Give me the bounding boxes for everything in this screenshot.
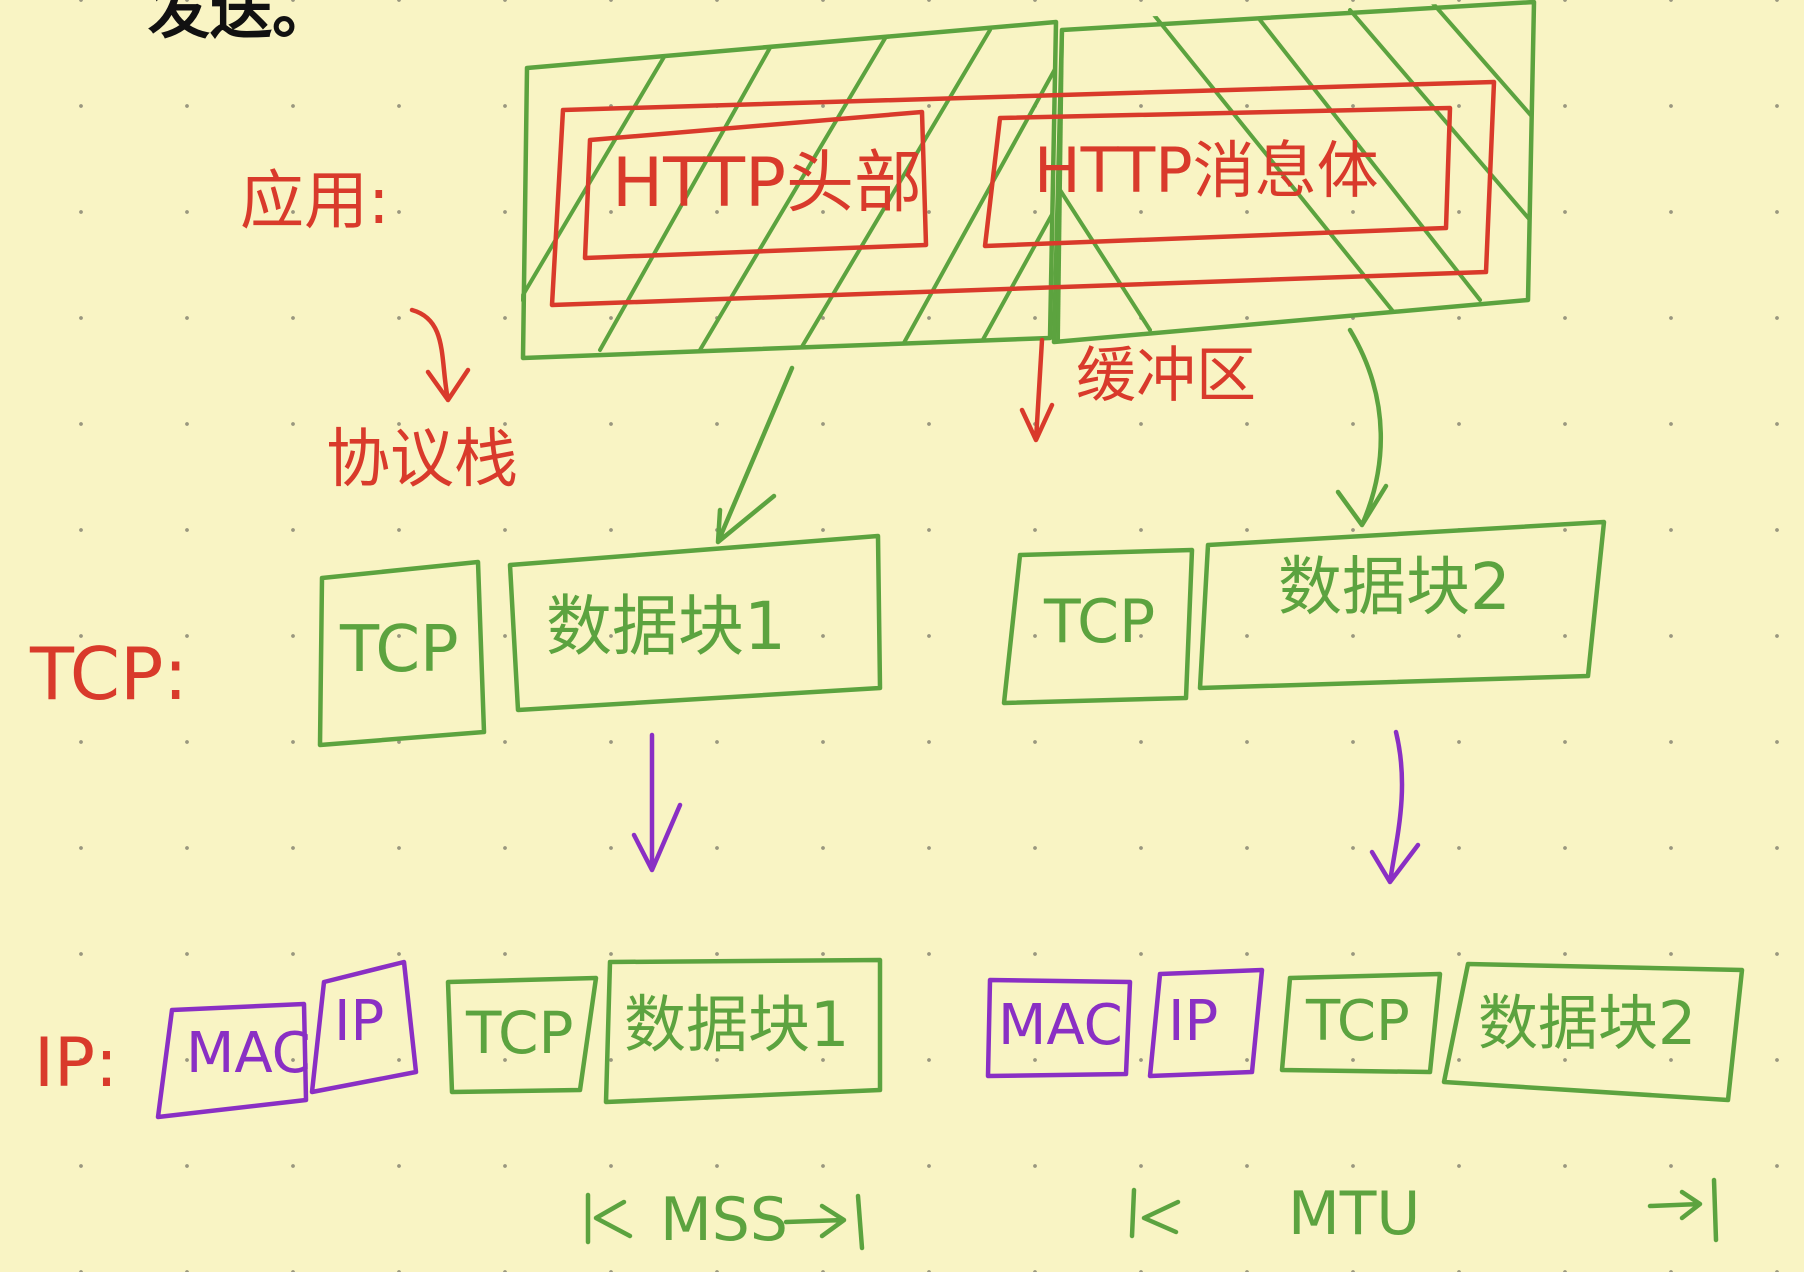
tcp-header-label-1: TCP: [340, 613, 459, 687]
packet-arrow-left: [631, 732, 683, 873]
buffer-arrow: [1019, 337, 1055, 443]
segment-arrow-right: [1335, 327, 1389, 528]
tcp-data-box-2: [1197, 519, 1607, 691]
segment-arrow-left: [715, 365, 795, 545]
buffer-label: 缓冲区: [1076, 341, 1256, 411]
mtu-label: MTU: [1288, 1179, 1421, 1249]
ip-label-2: IP: [1168, 989, 1219, 1054]
http-header-label: HTTP头部: [612, 144, 923, 223]
buffer-box-left: [520, 19, 1059, 361]
mtu-left-marker: [1129, 1187, 1181, 1239]
http-outer-box: [549, 79, 1497, 308]
http-body-label: HTTP消息体: [1034, 134, 1379, 207]
mac-box-1: [155, 1001, 309, 1120]
ip-data-box-1: [603, 957, 883, 1105]
ip-label-1: IP: [334, 989, 385, 1054]
ip-tcp-label-2: TCP: [1306, 989, 1410, 1054]
mac-box-2: [985, 977, 1133, 1079]
mtu-right-marker: [1647, 1177, 1719, 1243]
mss-label: MSS: [660, 1185, 788, 1255]
mac-label-1: MAC: [186, 1021, 311, 1086]
top-text: 发送。: [148, 0, 335, 47]
tcp-data-label-2: 数据块2: [1278, 551, 1511, 625]
tcp-header-box-1: [317, 559, 487, 748]
stack-arrow: [409, 307, 471, 403]
ip-box-1: [309, 959, 419, 1095]
ip-data-box-2: [1441, 961, 1745, 1103]
ip-data-label-2: 数据块2: [1478, 989, 1697, 1059]
http-header-box: [582, 109, 929, 261]
stack-label: 协议栈: [326, 423, 518, 497]
app-layer-label: 应用:: [240, 165, 390, 239]
packet-arrow-right: [1369, 729, 1421, 885]
tcp-layer-label: TCP:: [30, 632, 188, 716]
tcp-data-box-1: [507, 533, 883, 713]
ip-tcp-box-1: [445, 975, 599, 1095]
tcp-header-box-2: [1001, 547, 1195, 706]
mac-label-2: MAC: [998, 993, 1123, 1058]
tcp-header-label-2: TCP: [1044, 587, 1156, 657]
http-body-box: [982, 105, 1453, 249]
buffer-hatching-right: [1058, 0, 1535, 332]
ip-tcp-box-2: [1279, 971, 1443, 1075]
ip-box-2: [1147, 967, 1265, 1079]
mss-left-marker: [585, 1192, 633, 1245]
tcp-data-label-1: 数据块1: [546, 588, 786, 665]
ip-layer-label: IP:: [34, 1024, 118, 1103]
mss-right-marker: [783, 1193, 865, 1251]
ip-data-label-1: 数据块1: [624, 988, 850, 1061]
buffer-box-right: [1051, 0, 1537, 345]
ip-tcp-label-1: TCP: [466, 999, 574, 1067]
